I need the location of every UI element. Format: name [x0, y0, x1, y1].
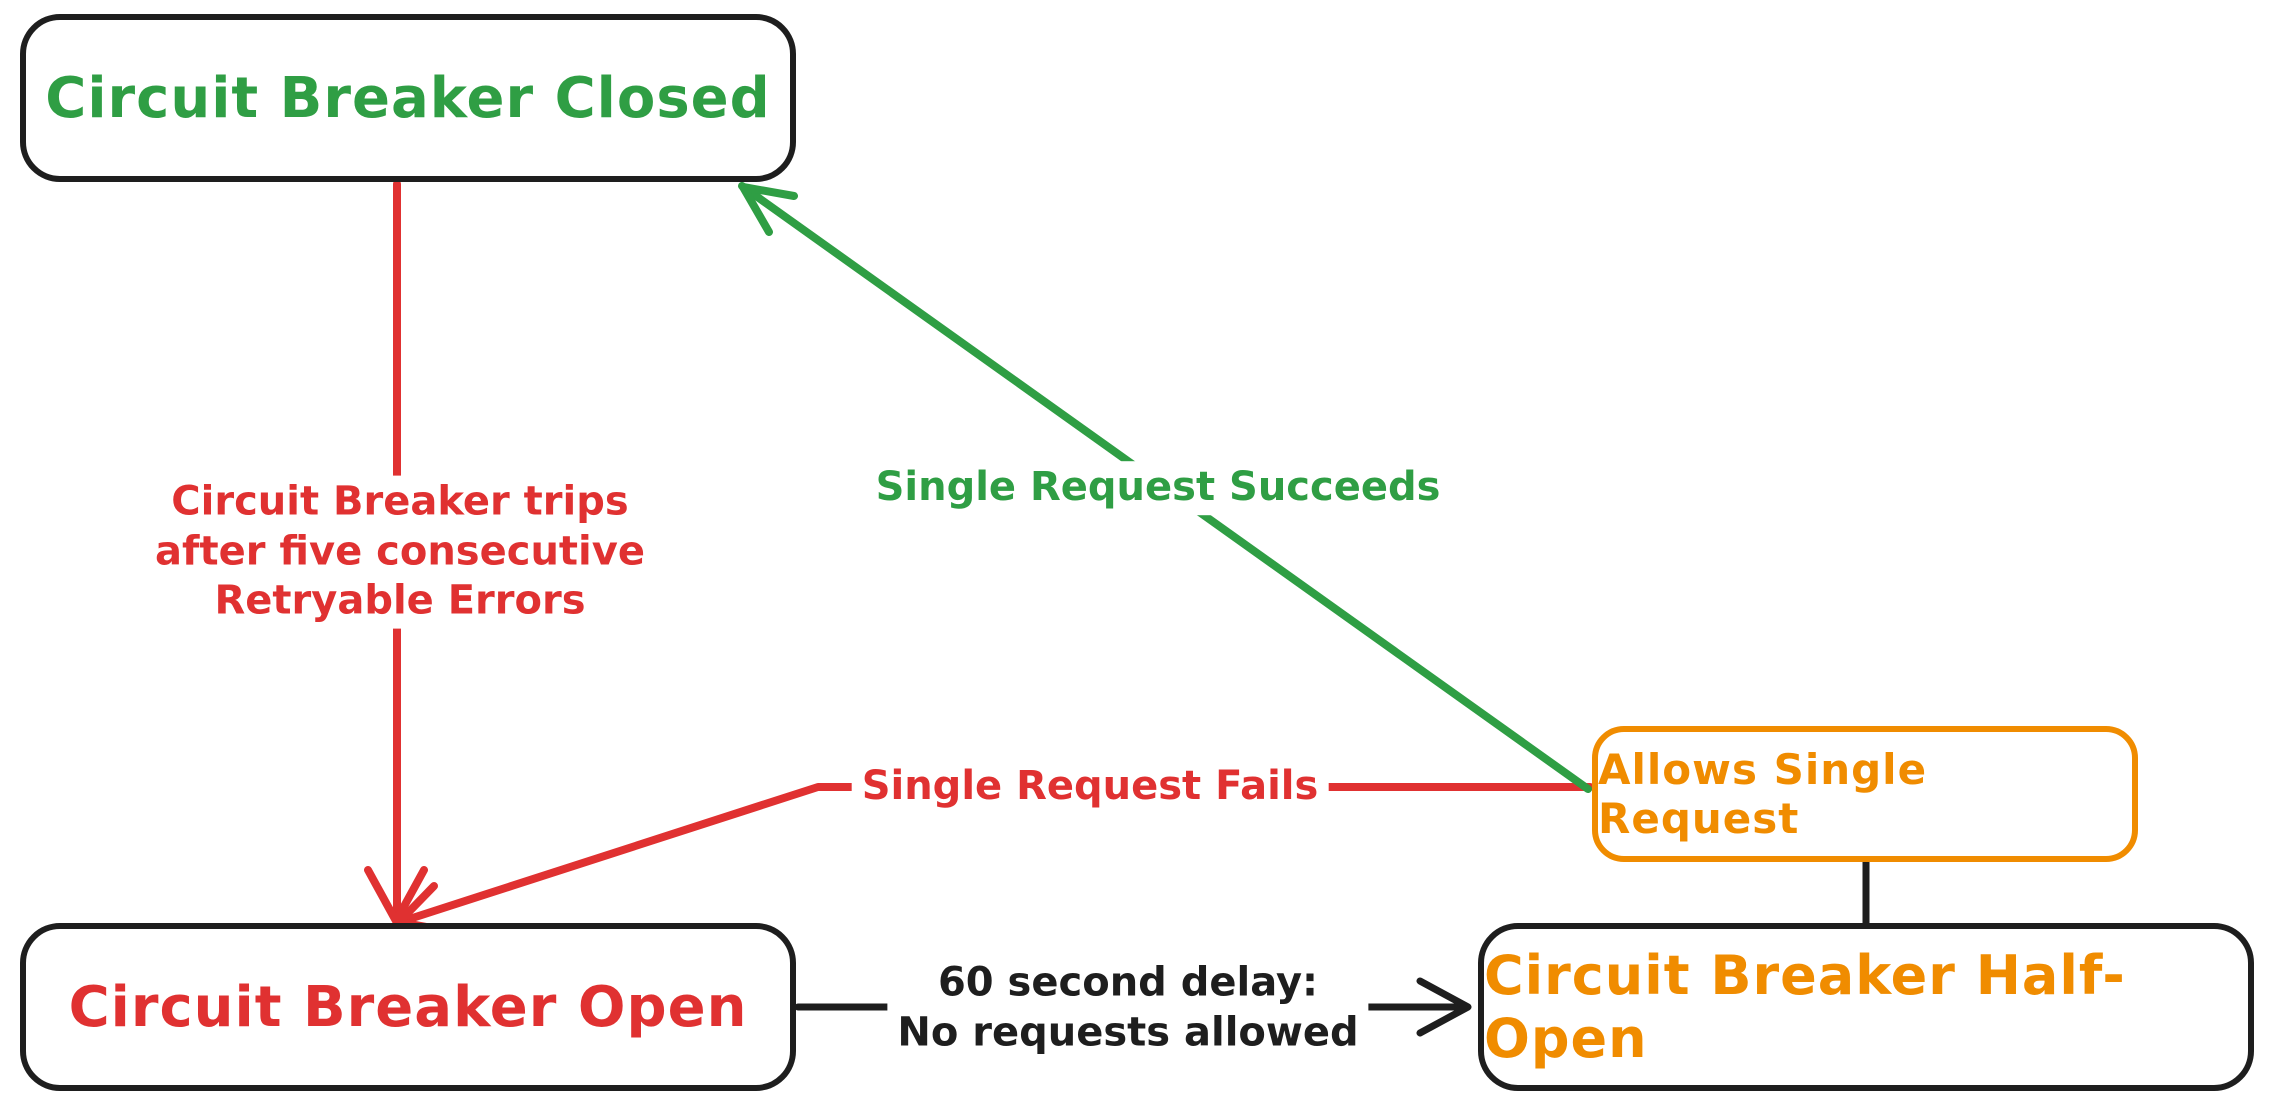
node-circuit-breaker-half-open-label: Circuit Breaker Half-Open [1484, 944, 2126, 1070]
node-circuit-breaker-open-label: Circuit Breaker Open [68, 974, 748, 1040]
node-circuit-breaker-closed: Circuit Breaker Closed [20, 14, 796, 182]
node-circuit-breaker-closed-label: Circuit Breaker Closed [45, 65, 771, 131]
node-allows-single-request: Allows Single Request [1592, 726, 2138, 862]
node-circuit-breaker-open: Circuit Breaker Open [20, 923, 796, 1091]
arrow-fails-line [396, 783, 1594, 926]
edge-label-single-request-succeeds: Single Request Succeeds [865, 461, 1451, 515]
edge-label-trips-line2: after five consecutive [155, 528, 645, 575]
arrow-succeeds-head [739, 183, 798, 236]
node-allows-single-request-label: Allows Single Request [1598, 745, 1928, 843]
node-circuit-breaker-half-open: Circuit Breaker Half-Open [1478, 923, 2254, 1091]
edge-label-trips: Circuit Breaker trips after five consecu… [145, 475, 655, 629]
edge-label-delay-line1: 60 second delay: [937, 959, 1319, 1006]
edge-label-trips-line1: Circuit Breaker trips [171, 478, 629, 525]
edge-label-single-request-fails: Single Request Fails [851, 760, 1329, 814]
arrow-delay-head [1416, 977, 1472, 1037]
edge-label-delay: 60 second delay: No requests allowed [887, 956, 1369, 1060]
edge-label-trips-line3: Retryable Errors [214, 577, 586, 624]
edge-label-delay-line2: No requests allowed [897, 1009, 1359, 1055]
